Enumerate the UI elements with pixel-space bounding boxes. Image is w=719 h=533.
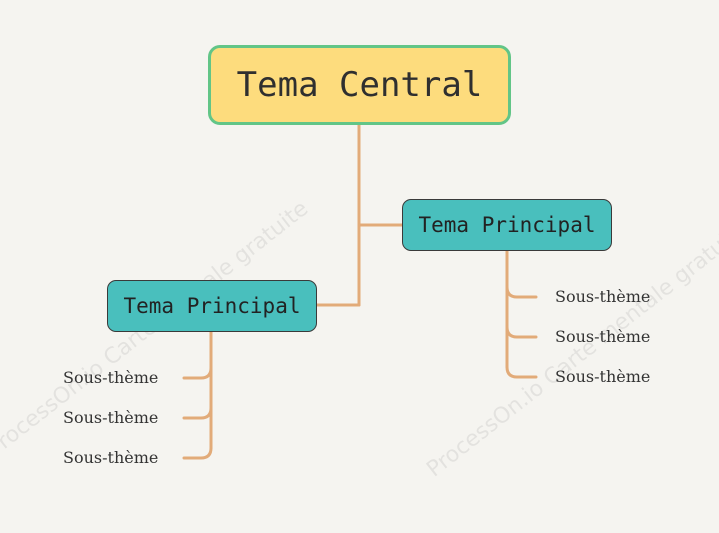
main-topic-node-left[interactable]: Tema Principal [107,280,317,332]
main-topic-node-right[interactable]: Tema Principal [402,199,612,251]
subtopic-left-3[interactable]: Sous-thème [63,448,159,467]
main-topic-label: Tema Principal [418,213,596,237]
connector-left-sub-2 [182,406,213,420]
connector-right-sub-3 [505,365,538,379]
subtopic-right-2[interactable]: Sous-thème [555,327,651,346]
subtopic-left-2[interactable]: Sous-thème [63,408,159,427]
subtopic-left-1[interactable]: Sous-thème [63,368,159,387]
central-topic-node[interactable]: Tema Central [208,45,511,125]
subtopic-right-3[interactable]: Sous-thème [555,367,651,386]
central-topic-label: Tema Central [236,65,483,105]
connector-left-sub-3 [182,446,213,460]
connector-left-sub-1 [182,366,213,380]
connector-right-sub-1 [505,285,538,299]
main-topic-label: Tema Principal [123,294,301,318]
connector-right-sub-2 [505,325,538,339]
subtopic-right-1[interactable]: Sous-thème [555,287,651,306]
